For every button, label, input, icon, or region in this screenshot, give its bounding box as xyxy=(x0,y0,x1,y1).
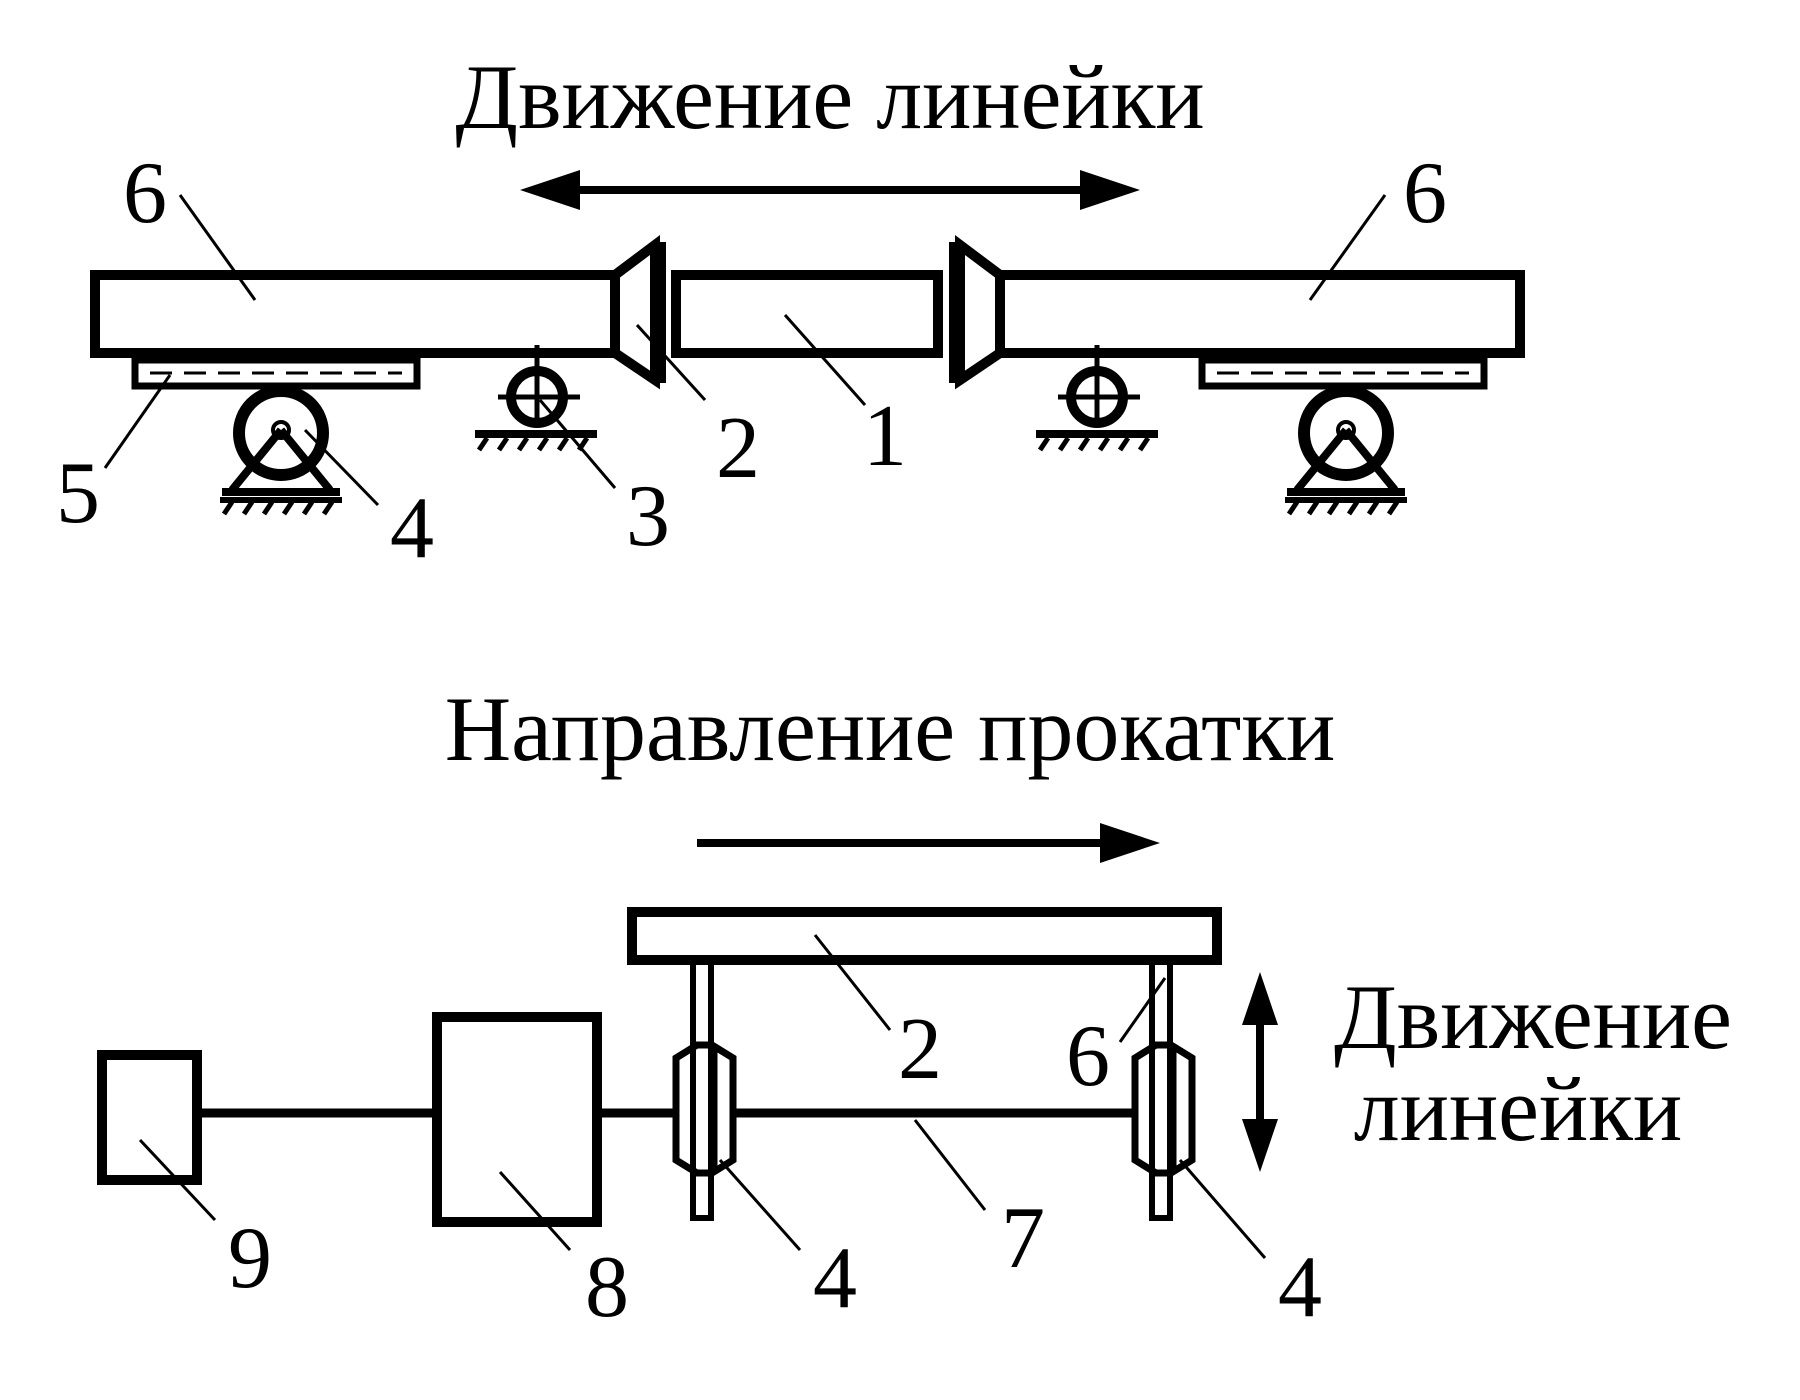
left-gear-side-4 xyxy=(672,1041,737,1177)
side-caption-line1: Движение xyxy=(1334,966,1732,1068)
label-4: 4 xyxy=(390,480,434,577)
left-roller-3 xyxy=(475,345,597,452)
side-caption-line2: линейки xyxy=(1354,1058,1682,1160)
label-6-bottom: 6 xyxy=(1066,1008,1110,1105)
motor-8 xyxy=(432,1012,602,1227)
workpiece-1 xyxy=(671,270,943,358)
ruler-2 xyxy=(627,907,1222,965)
bottom-leader-lines xyxy=(138,934,1267,1259)
label-5: 5 xyxy=(56,445,100,542)
label-1: 1 xyxy=(863,388,907,485)
label-9: 9 xyxy=(228,1210,272,1307)
vertical-motion-arrow xyxy=(1242,972,1278,1172)
right-gear-side-4 xyxy=(1131,1041,1196,1177)
label-3: 3 xyxy=(626,468,670,565)
top-leader-lines xyxy=(103,194,1387,507)
bottom-caption: Направление прокатки xyxy=(445,678,1336,780)
right-rod-6 xyxy=(1149,957,1173,1221)
bottom-diagram: Направление прокатки xyxy=(97,678,1732,1336)
left-gear-4 xyxy=(220,385,342,516)
label-7: 7 xyxy=(1001,1190,1045,1287)
top-caption: Движение линейки xyxy=(455,46,1204,148)
right-rack xyxy=(1198,356,1488,390)
left-rod xyxy=(690,957,714,1221)
label-6-left: 6 xyxy=(123,145,167,242)
label-8: 8 xyxy=(585,1239,629,1336)
label-2-bottom: 2 xyxy=(898,1001,942,1098)
rolling-direction-arrow xyxy=(697,823,1160,863)
left-cone-head xyxy=(610,235,660,390)
right-cone-head xyxy=(955,235,1005,390)
left-beam-6 xyxy=(90,270,620,358)
top-diagram: Движение линейки xyxy=(56,46,1525,577)
label-4-right: 4 xyxy=(1278,1239,1322,1336)
left-rack-5 xyxy=(131,356,421,390)
right-roller xyxy=(1036,345,1158,452)
label-6-right: 6 xyxy=(1403,145,1447,242)
right-gear-4 xyxy=(1285,385,1407,516)
right-beam-6 xyxy=(995,270,1525,358)
label-2: 2 xyxy=(716,400,760,497)
label-4-left: 4 xyxy=(813,1230,857,1327)
controller-9 xyxy=(97,1050,202,1185)
ruler-motion-arrow xyxy=(520,170,1140,210)
